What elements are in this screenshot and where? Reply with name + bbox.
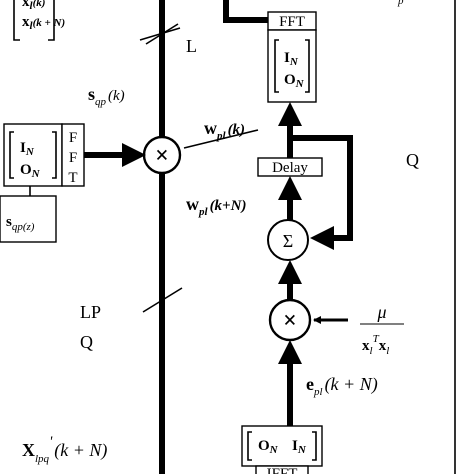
fft-left-2: F — [69, 150, 77, 166]
e-pl-label: epl(k + N) — [306, 374, 378, 398]
X-lpq-label: Xlpq'(k + N) — [22, 434, 107, 465]
Q-left-label: Q — [80, 332, 93, 352]
fft-left-3: T — [68, 170, 77, 186]
Q-right-label: Q — [406, 150, 419, 170]
xTx-label: xlTxl — [362, 333, 389, 357]
top-left-x1-label: xl(k) — [22, 0, 45, 12]
top-left-vector-bracket — [13, 0, 55, 41]
top-slash-tick — [139, 27, 181, 41]
matrix-bottom-c1: ON — [258, 438, 279, 456]
matrix-left-block — [3, 123, 63, 187]
matrix-top-r2: ON — [284, 72, 305, 90]
matrix-top-r1: IN — [284, 50, 299, 68]
multiply-glyph-left: × — [155, 143, 169, 169]
s-qp-z-block — [0, 195, 57, 243]
top-left-x2-label: xl(k + N) — [22, 14, 65, 32]
matrix-left-r1: IN — [20, 140, 35, 158]
s-qp-z-label: sqp(z) — [6, 214, 35, 233]
arrow-w-to-mult — [183, 129, 259, 149]
matrix-top-block — [267, 29, 317, 103]
fft-left-block — [61, 123, 85, 187]
w-pl-k-label: wpl(k) — [204, 118, 245, 142]
delay-label: Delay — [272, 160, 308, 176]
top-right-p-label: p — [397, 0, 404, 7]
L-label: L — [186, 36, 197, 56]
bus-tick-LP — [142, 287, 183, 313]
matrix-bottom-bracket — [247, 431, 317, 461]
fft-top-label: FFT — [279, 14, 305, 30]
s-qp-k-label: sqp(k) — [88, 84, 125, 108]
ifft-label: IFFT — [267, 466, 298, 474]
ifft-block — [255, 465, 309, 474]
matrix-left-bracket — [9, 131, 57, 179]
matrix-left-r2: ON — [20, 162, 41, 180]
matrix-top-bracket — [274, 39, 310, 93]
feedback-loop — [290, 135, 353, 250]
mu-label: μ — [376, 302, 386, 322]
fft-left-1: F — [69, 130, 77, 146]
w-pl-kN-label: wpl(k+N) — [186, 194, 246, 218]
multiply-glyph-right: × — [283, 308, 297, 334]
matrix-bottom-block — [241, 425, 323, 467]
sum-glyph: Σ — [283, 231, 293, 251]
matrix-bottom-c2: IN — [292, 438, 307, 456]
LP-label: LP — [80, 302, 101, 322]
